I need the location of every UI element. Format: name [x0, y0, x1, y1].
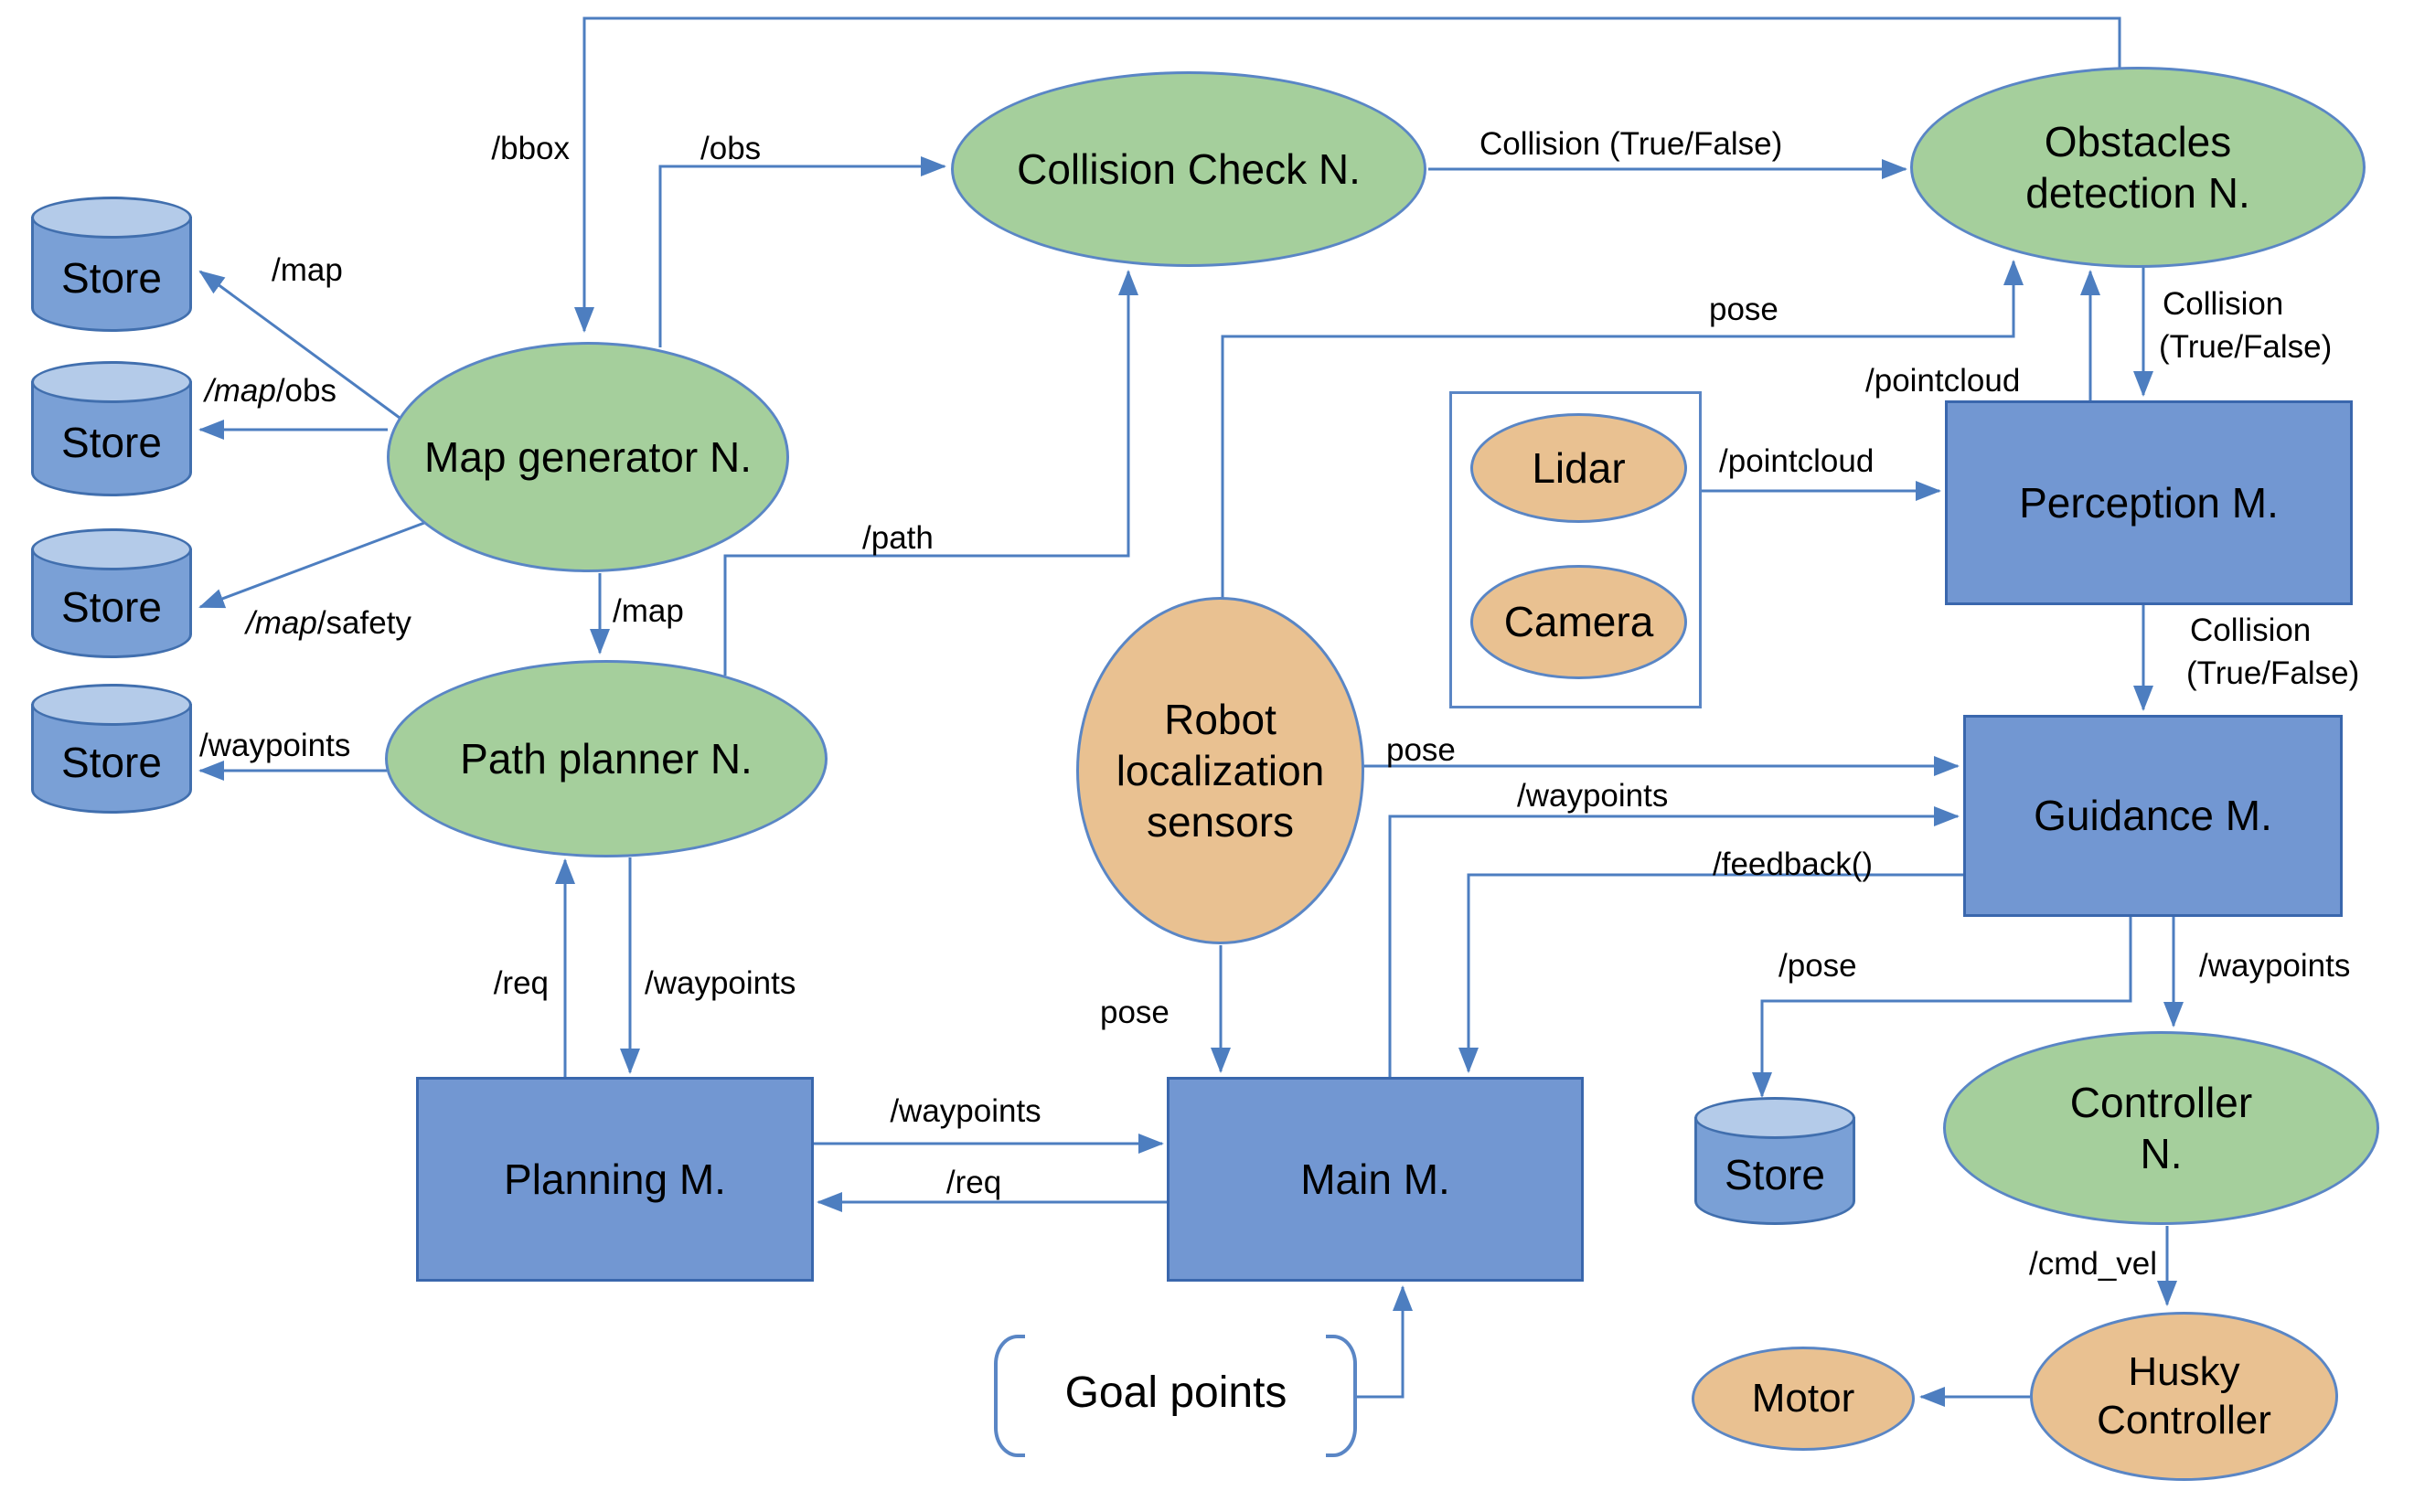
label-map-store1: /map: [272, 252, 343, 288]
edge-mapsafety-to-store3: [198, 521, 425, 609]
module-planning: Planning M.: [416, 1077, 814, 1282]
hardware-motor: Motor: [1692, 1347, 1915, 1451]
module-guidance-label: Guidance M.: [2034, 792, 2272, 840]
hardware-husky-controller-label: Husky Controller: [2097, 1348, 2271, 1443]
label-map-obs-prefix: /map: [205, 373, 276, 409]
module-planning-label: Planning M.: [504, 1155, 726, 1203]
label-map-safety-suffix: /safety: [316, 605, 411, 641]
hardware-robot-localization-label: Robot localization sensors: [1116, 695, 1325, 847]
node-obstacles-detection: Obstacles detection N.: [1910, 67, 2366, 268]
module-main: Main M.: [1167, 1077, 1584, 1282]
hardware-camera: Camera: [1470, 565, 1687, 679]
edge-path-pathplanner-to-collisioncheck: [723, 270, 1138, 676]
label-waypoints-guidance: /waypoints: [1517, 778, 1669, 814]
store-cylinder-3: Store: [31, 528, 192, 658]
edge-pose-sensors-to-obstacles: [1221, 260, 2024, 599]
label-waypoints-store4: /waypoints: [199, 728, 351, 763]
node-controller: Controller N.: [1943, 1031, 2379, 1225]
module-perception-label: Perception M.: [2019, 478, 2279, 527]
label-pointcloud-lidar: /pointcloud: [1719, 443, 1875, 479]
goal-points-left-bracket: [994, 1335, 1025, 1457]
store-cylinder-3-label: Store: [61, 583, 162, 631]
store-cylinder-2: Store: [31, 361, 192, 496]
node-controller-label: Controller N.: [2069, 1078, 2253, 1177]
store-cylinder-4: Store: [31, 684, 192, 814]
label-pose-guidance: pose: [1386, 732, 1456, 768]
label-feedback: /feedback(): [1713, 847, 1874, 882]
node-path-planner: Path planner N.: [385, 660, 828, 857]
store-cylinder-5: Store: [1694, 1097, 1855, 1225]
goal-points-label: Goal points: [1025, 1342, 1327, 1443]
hardware-robot-localization-sensors: Robot localization sensors: [1076, 597, 1364, 944]
edge-goalpoints-to-main: [1357, 1285, 1413, 1399]
label-collision-tf-top: Collision (True/False): [1479, 126, 1783, 162]
label-collision-obstacles-line1: Collision: [2163, 286, 2284, 322]
label-cmd-vel: /cmd_vel: [2029, 1246, 2158, 1282]
label-req-main-planning: /req: [945, 1165, 1002, 1200]
goal-points-right-bracket: [1326, 1335, 1357, 1457]
edge-waypoints-main-to-guidance: [1388, 806, 1960, 1077]
label-pose-top: pose: [1709, 292, 1778, 327]
store-cylinder-4-top: [31, 684, 192, 726]
label-waypoints-planning-main: /waypoints: [890, 1093, 1041, 1129]
label-map-vertical: /map: [613, 593, 684, 629]
node-path-planner-label: Path planner N.: [460, 734, 753, 783]
store-cylinder-1-label: Store: [61, 254, 162, 302]
label-obs: /obs: [700, 131, 762, 166]
edge-map-to-store1: [198, 270, 401, 420]
edge-bbox-obstacles-to-mapgen: [574, 16, 2121, 333]
label-collision-obstacles-line2: (True/False): [2159, 329, 2333, 365]
label-map-obs-suffix: /obs: [275, 373, 336, 409]
label-map-safety-prefix: /map: [246, 605, 317, 641]
label-bbox: /bbox: [491, 131, 570, 166]
node-map-generator-label: Map generator N.: [424, 432, 752, 481]
label-waypoints-planner: /waypoints: [645, 965, 796, 1001]
label-collision-guidance-line2: (True/False): [2186, 655, 2360, 691]
hardware-husky-controller: Husky Controller: [2030, 1312, 2338, 1481]
store-cylinder-2-top: [31, 361, 192, 403]
sensor-group-box: [1449, 391, 1702, 708]
module-guidance: Guidance M.: [1963, 715, 2343, 917]
hardware-camera-label: Camera: [1503, 598, 1654, 646]
store-cylinder-3-top: [31, 528, 192, 570]
node-collision-check: Collision Check N.: [951, 71, 1426, 267]
label-map-safety: /map/safety: [246, 605, 411, 642]
hardware-motor-label: Motor: [1751, 1375, 1855, 1421]
hardware-lidar: Lidar: [1470, 413, 1687, 523]
label-req-planner: /req: [493, 965, 549, 1001]
node-obstacles-detection-label: Obstacles detection N.: [2025, 117, 2250, 217]
node-collision-check-label: Collision Check N.: [1017, 144, 1361, 193]
store-cylinder-4-label: Store: [61, 739, 162, 786]
hardware-lidar-label: Lidar: [1532, 443, 1626, 492]
store-cylinder-5-label: Store: [1725, 1151, 1825, 1198]
label-path: /path: [862, 520, 934, 556]
node-map-generator: Map generator N.: [387, 342, 789, 572]
store-cylinder-1-top: [31, 197, 192, 239]
store-cylinder-5-top: [1694, 1097, 1855, 1139]
store-cylinder-1: Store: [31, 197, 192, 332]
goal-points-text: Goal points: [1064, 1368, 1287, 1417]
label-pose-main: pose: [1100, 995, 1170, 1030]
label-map-obs: /map/obs: [205, 373, 336, 410]
module-main-label: Main M.: [1300, 1155, 1450, 1203]
store-cylinder-2-label: Store: [61, 419, 162, 466]
label-collision-guidance-line1: Collision: [2190, 612, 2312, 648]
edge-pose-guidance-to-store5: [1752, 917, 2132, 1098]
label-waypoints-controller: /waypoints: [2199, 948, 2351, 984]
edge-obs-mapgen-to-collisioncheck: [658, 156, 946, 347]
module-perception: Perception M.: [1945, 400, 2353, 605]
label-pointcloud-up: /pointcloud: [1865, 363, 2021, 399]
label-pose-store5: /pose: [1778, 948, 1857, 984]
edge-feedback-guidance-to-main: [1458, 873, 1963, 1073]
